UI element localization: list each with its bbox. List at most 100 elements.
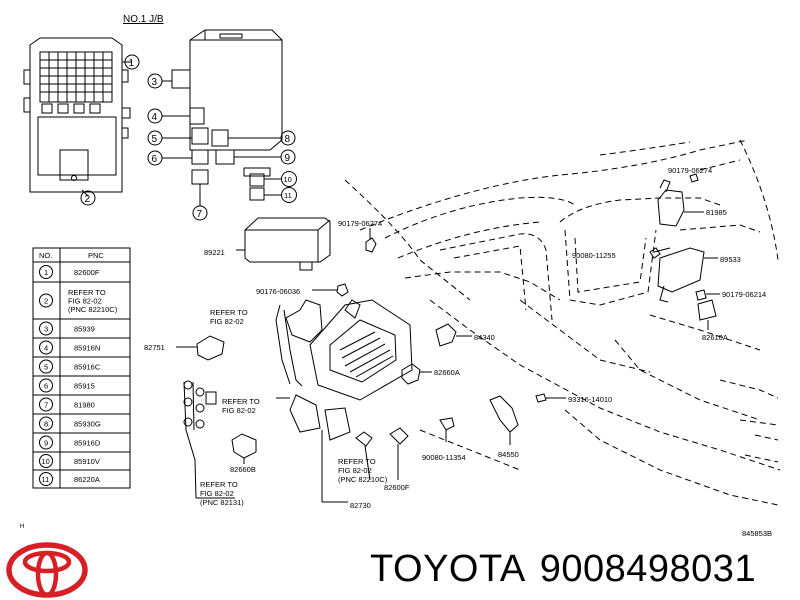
legend-index-number: 9 <box>44 438 48 447</box>
svg-text:FIG 82-02: FIG 82-02 <box>222 406 256 415</box>
label-89533: 89533 <box>720 255 741 264</box>
legend-row: 4 85916N <box>39 340 100 355</box>
label-82610a: 82610A <box>702 333 728 342</box>
clip-90176 <box>336 283 349 297</box>
legend-pnc-text: 85910V <box>74 457 100 466</box>
legend-pnc-text: 85916C <box>74 362 101 371</box>
legend-index-number: 5 <box>44 362 48 371</box>
svg-text:REFER TO: REFER TO <box>338 457 376 466</box>
refer-note-4: REFER TO FIG 82-02 (PNC 82131) <box>200 480 244 507</box>
brand-name: TOYOTA <box>370 548 526 590</box>
svg-text:6: 6 <box>152 154 158 165</box>
legend-index-bubble <box>39 435 53 450</box>
legend-index-bubble <box>39 340 53 355</box>
brand-caption: TOYOTA 9008498031 <box>370 548 770 591</box>
svg-text:5: 5 <box>152 134 158 145</box>
label-90080-11354: 90080-11354 <box>422 453 466 462</box>
legend-pnc-text: 85916D <box>74 438 101 447</box>
bolt-93316 <box>535 393 547 403</box>
part-grommet-b <box>389 427 409 445</box>
part-grommet-a <box>355 431 373 447</box>
legend-pnc-text: 86220A <box>74 475 100 484</box>
svg-text:(PNC 82210C): (PNC 82210C) <box>338 475 388 484</box>
label-84550: 84550 <box>498 450 519 459</box>
svg-text:3: 3 <box>152 77 158 88</box>
label-82600f: 82600F <box>384 483 410 492</box>
part-89533 <box>657 247 718 303</box>
clip-90179-b <box>689 173 699 183</box>
label-90176-06036: 90176-06036 <box>256 287 300 296</box>
junction-box-front <box>23 37 132 197</box>
legend-index-bubble <box>39 293 53 308</box>
label-89221: 89221 <box>204 248 225 257</box>
legend-pnc-text: 85916N <box>74 343 100 352</box>
index-2-bubble: 2 <box>85 194 91 205</box>
svg-text:(PNC 82131): (PNC 82131) <box>200 498 244 507</box>
legend-index-bubble <box>39 265 53 279</box>
legend-index-number: 10 <box>42 457 50 466</box>
label-90179-06274-b: 90179-06274 <box>668 166 712 175</box>
svg-text:4: 4 <box>152 112 158 123</box>
label-84340: 84340 <box>474 333 495 342</box>
legend-table: NO. PNC <box>32 247 131 489</box>
rear-box-leaders <box>162 80 281 206</box>
legend-pnc-text: 82600F <box>74 268 100 277</box>
screw-90080-11354 <box>439 417 455 431</box>
legend-index-number: 4 <box>44 343 48 352</box>
label-90179-06214: 90179-06214 <box>722 290 766 299</box>
refer-note-3: REFER TO FIG 82-02 (PNC 82210C) <box>338 457 388 484</box>
svg-text:10: 10 <box>284 175 292 184</box>
index-1-bubble: 1 <box>129 58 135 69</box>
screw-90080-11255 <box>649 247 661 259</box>
label-82660b: 82660B <box>230 465 256 474</box>
instrument-panel-outline <box>344 139 781 506</box>
part-82751 <box>196 335 225 361</box>
svg-text:FIG 82-02: FIG 82-02 <box>200 489 234 498</box>
label-82751: 82751 <box>144 343 165 352</box>
svg-text:REFER TO: REFER TO <box>210 308 248 317</box>
toyota-logo <box>6 542 88 598</box>
legend-row: 11 86220A <box>39 472 100 486</box>
leader-lines <box>243 247 671 503</box>
refer-note-2: REFER TO FIG 82-02 <box>222 397 260 415</box>
legend-pnc-text: REFER TO <box>68 288 106 297</box>
part-82730-block <box>275 299 413 441</box>
legend-index-number: 1 <box>44 268 48 277</box>
label-small-h: H <box>20 524 24 530</box>
part-84550 <box>489 395 519 433</box>
part-84340 <box>435 323 457 347</box>
part-81985 <box>657 179 704 227</box>
legend-index-number: 2 <box>44 296 48 305</box>
label-81985: 81985 <box>706 208 727 217</box>
legend-pnc-text: 85939 <box>74 324 95 333</box>
label-90179-06274-a: 90179-06274 <box>338 219 382 228</box>
legend-index-bubble <box>39 416 53 431</box>
svg-text:11: 11 <box>284 191 292 200</box>
legend-pnc-text: (PNC 82210C) <box>68 305 118 314</box>
label-90080-11255: 90080-11255 <box>572 251 616 260</box>
clip-90179-a <box>365 237 377 253</box>
legend-index-number: 8 <box>44 419 48 428</box>
legend-index-bubble <box>39 359 53 374</box>
legend-index-bubble <box>39 472 53 486</box>
svg-text:8: 8 <box>285 134 291 145</box>
legend-pnc-text: 85915 <box>74 381 95 390</box>
part-number: 9008498031 <box>539 548 757 590</box>
svg-text:REFER TO: REFER TO <box>222 397 260 406</box>
legend-index-number: 6 <box>44 381 48 390</box>
legend-row: 10 85910V <box>39 454 100 468</box>
legend-index-bubble <box>39 454 53 468</box>
svg-text:FIG 82-02: FIG 82-02 <box>338 466 372 475</box>
legend-pnc-text: FIG 82-02 <box>68 296 102 305</box>
legend-index-bubble <box>39 397 53 412</box>
svg-text:REFER TO: REFER TO <box>200 480 238 489</box>
legend-row: 5 85916C <box>39 359 101 374</box>
svg-text:9: 9 <box>285 153 291 164</box>
legend-row: 6 85915 <box>39 378 95 393</box>
left-harness <box>183 380 235 499</box>
legend-index-number: 11 <box>42 475 50 484</box>
jb-title: NO.1 J/B <box>123 14 164 25</box>
refer-note-1: REFER TO FIG 82-02 <box>210 308 248 326</box>
